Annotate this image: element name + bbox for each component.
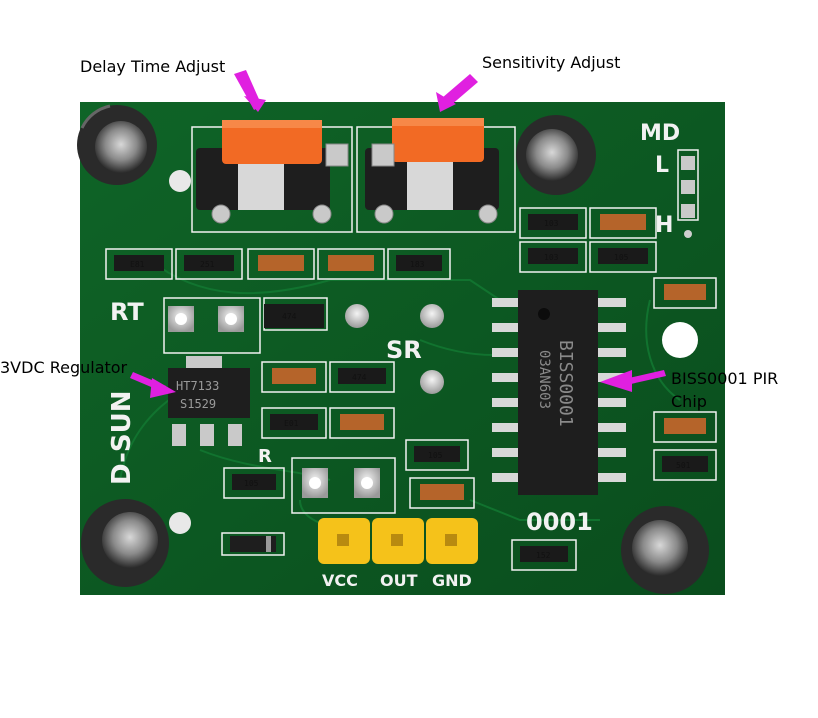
smd-r3: 183: [387, 248, 451, 280]
smd-cap5: [261, 361, 327, 393]
arrow-chip-head: [600, 370, 632, 392]
chip-pins-left: [492, 298, 522, 482]
chip-pins-right: [594, 298, 626, 482]
sensor-pins: SR: [345, 304, 444, 394]
smd-r11: 501: [653, 449, 717, 481]
smd-cap3: [589, 207, 657, 239]
r-label: R: [258, 446, 272, 467]
smd-r13-code: 103: [544, 253, 559, 262]
chip-line2: 03AN603: [536, 350, 552, 409]
sr-label: SR: [386, 336, 422, 364]
smd-r8-code: 474: [352, 373, 367, 382]
sensitivity-adjust-label: Sensitivity Adjust: [482, 53, 621, 72]
smd-r12: 152: [511, 539, 577, 571]
brand-label: D-SUN: [107, 391, 137, 485]
pin-out-label: OUT: [380, 571, 418, 590]
smd-r10-code: 105: [244, 479, 259, 488]
delay-time-potentiometer: [196, 120, 349, 224]
smd-r12-code: 152: [536, 551, 551, 560]
pir-chip-label-line1: BISS0001 PIR: [671, 369, 779, 388]
smd-r5-code: 474: [282, 312, 297, 321]
smd-cap2: [317, 248, 385, 280]
pin-gnd-label: GND: [432, 571, 472, 590]
sensitivity-potentiometer: [365, 118, 499, 224]
h-label: H: [655, 213, 673, 238]
arrow-sensitivity: [442, 74, 478, 106]
voltage-regulator: HT7133 S1529: [168, 356, 250, 446]
mode-jumper: MD L H: [640, 121, 699, 238]
callout-arrows: [130, 70, 666, 398]
arrow-sensitivity-head: [436, 92, 456, 112]
smd-r11-code: 501: [676, 461, 691, 470]
smd-r1-code: E81: [130, 260, 145, 269]
smd-r3-code: 183: [410, 260, 425, 269]
md-label: MD: [640, 121, 680, 146]
smd-cap6: [329, 407, 395, 439]
biss0001-chip: BISS0001 03AN603: [492, 290, 626, 495]
smd-r2: 251: [175, 248, 243, 280]
l-label: L: [655, 153, 669, 178]
smd-r9-code: 105: [428, 451, 443, 460]
delay-time-adjust-label: Delay Time Adjust: [80, 57, 226, 76]
smd-r4: 103: [519, 207, 587, 239]
smd-components: E81 251 183 103: [105, 207, 717, 571]
smd-r7: E01: [261, 407, 327, 439]
smd-cap8: [653, 411, 717, 443]
capacitor-top-left: [77, 104, 157, 185]
regulator-label: 3VDC Regulator: [0, 358, 128, 377]
smd-r6-code: 105: [614, 253, 629, 262]
capacitor-bottom-right: [621, 506, 709, 594]
arrow-delay-head: [244, 96, 266, 112]
diode: [221, 532, 285, 556]
smd-r7-code: E01: [284, 419, 299, 428]
smd-r9: 105: [405, 439, 469, 471]
capacitor-top-right: [516, 115, 596, 195]
smd-r6: 105: [589, 241, 657, 273]
smd-r10: 105: [223, 467, 285, 499]
smd-r2-code: 251: [200, 260, 215, 269]
arrow-regulator-head: [150, 378, 176, 398]
bottom-pads: [302, 468, 380, 498]
smd-r13: 103: [519, 241, 587, 273]
chip-line1: BISS0001: [555, 340, 576, 427]
rt-footprint: RT: [110, 298, 244, 332]
smd-cap1: [247, 248, 315, 280]
pir-chip-label-line2: Chip: [671, 392, 707, 411]
smd-cap7: [409, 477, 475, 509]
regulator-line1: HT7133: [176, 379, 219, 393]
capacitor-bottom-left: [81, 499, 169, 587]
regulator-line2: S1529: [180, 397, 216, 411]
smd-cap4: [653, 277, 717, 309]
rt-label: RT: [110, 298, 144, 326]
version-label: 0001: [526, 508, 593, 536]
smd-r5: 474: [264, 304, 324, 328]
pin-vcc-label: VCC: [322, 571, 358, 590]
smd-r8: 474: [329, 361, 395, 393]
smd-r1: E81: [105, 248, 173, 280]
smd-r4-code: 103: [544, 219, 559, 228]
header-pins: VCC OUT GND: [318, 518, 478, 590]
